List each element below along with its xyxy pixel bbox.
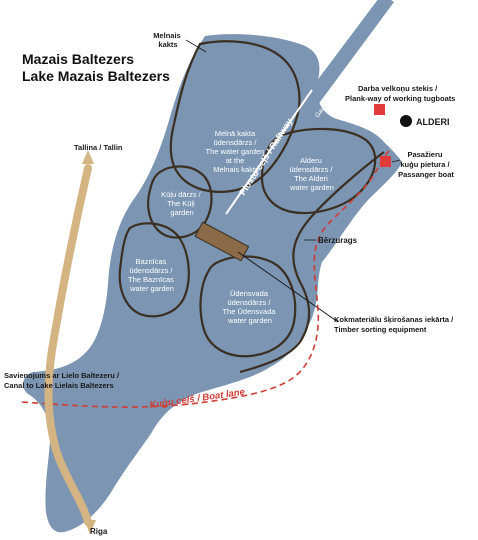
label-riga: Riga (90, 527, 108, 536)
raftway-line (225, 89, 313, 215)
timber-sorting-rect (194, 221, 250, 262)
label-garden-udensvada: Ūdensvada ūdensdārzs / The Ūdensvada wat… (222, 289, 277, 325)
label-pasazieru: Pasažieru kuģu pietura / Passanger boat (398, 150, 454, 179)
label-alderi: ALDERI (416, 117, 450, 127)
label-darba-stekis: Darba velkoņu stekis / Plank-way of work… (345, 84, 455, 103)
label-garden-baznicas: Baznīcas ūdensdārzs / The Baznīcas water… (128, 257, 176, 293)
label-savienojums: Savienojums ar Lielo Baltezeru / Canal t… (4, 371, 121, 390)
garden-baznicas-outline (118, 222, 190, 318)
label-berzurags: Bērzurags (318, 236, 358, 245)
map-title: Mazais Baltezers Lake Mazais Baltezers (22, 51, 170, 84)
label-garden-alderu: Alderu ūdensdārzs / The Alderi water gar… (289, 156, 334, 192)
passenger-boat-marker (380, 156, 391, 167)
boat-lane (21, 147, 393, 408)
garden-alderu-outline (260, 127, 377, 215)
label-timber: Kokmateriālu šķirošanas iekārta / Timber… (334, 315, 455, 334)
alderi-marker (400, 115, 412, 127)
label-garden-kuju: Kūļu dārzs / The Kūļi garden (161, 190, 203, 217)
label-tallina: Tallina / Tallin (74, 143, 123, 152)
label-garden-melna-kakta: Melnā kakta ūdensdārzs / The water garde… (206, 129, 267, 174)
garden-melna-kakta-outline (169, 40, 301, 193)
melnais-leader (185, 39, 207, 53)
garden-udensvada-outline (199, 255, 297, 358)
pasazieru-leader (391, 159, 401, 163)
arrow-south (84, 520, 96, 534)
garden-kuju-outline (147, 165, 213, 239)
gaujas-canal (268, 0, 394, 156)
arrow-north (82, 150, 94, 164)
berzurags-path (239, 151, 385, 374)
lake-water (23, 34, 402, 533)
label-melnais-kakts: Melnais kakts (153, 31, 183, 49)
road-tallin-riga (44, 164, 92, 526)
timber-leader-line (237, 251, 339, 323)
tugboat-pier-marker (374, 104, 385, 115)
